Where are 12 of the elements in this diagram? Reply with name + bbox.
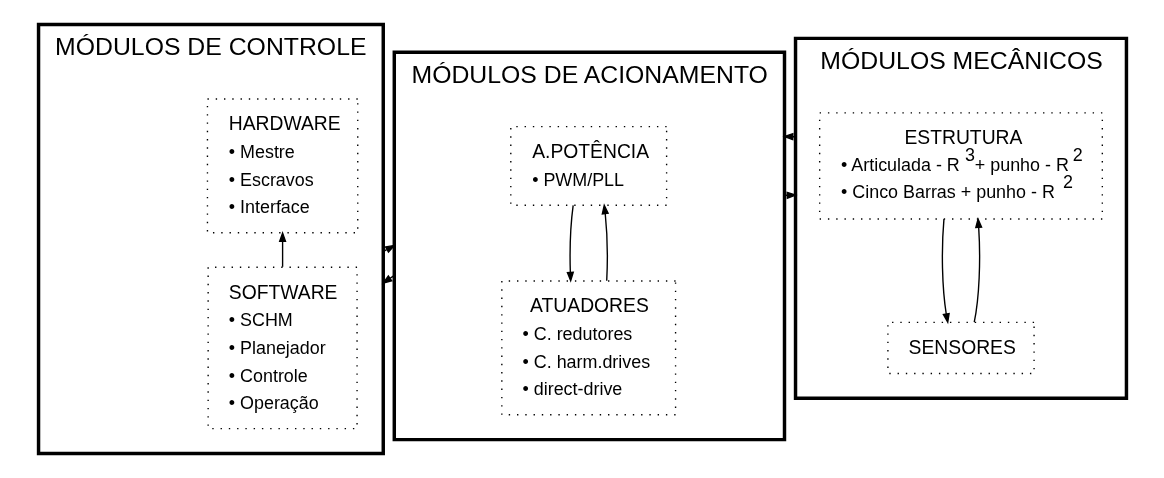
node-box: HARDWARE • Mestre • Escravos • Interface — [206, 98, 358, 234]
node-box: ATUADORES • C. redutores • C. harm.drives • direct-drive — [500, 280, 676, 416]
arrow — [565, 204, 574, 283]
arrow — [941, 218, 950, 325]
arrow — [600, 203, 609, 282]
arrow — [973, 217, 983, 323]
arrow — [382, 244, 396, 254]
arrow — [783, 191, 798, 200]
node-box: SENSORES — [886, 321, 1035, 375]
node-box: A.POTÊNCIA • PWM/PLL — [509, 125, 667, 206]
arrow — [278, 230, 286, 268]
node-box: SOFTWARE • SCHM • Planejador • Controle • Operação — [206, 266, 358, 430]
